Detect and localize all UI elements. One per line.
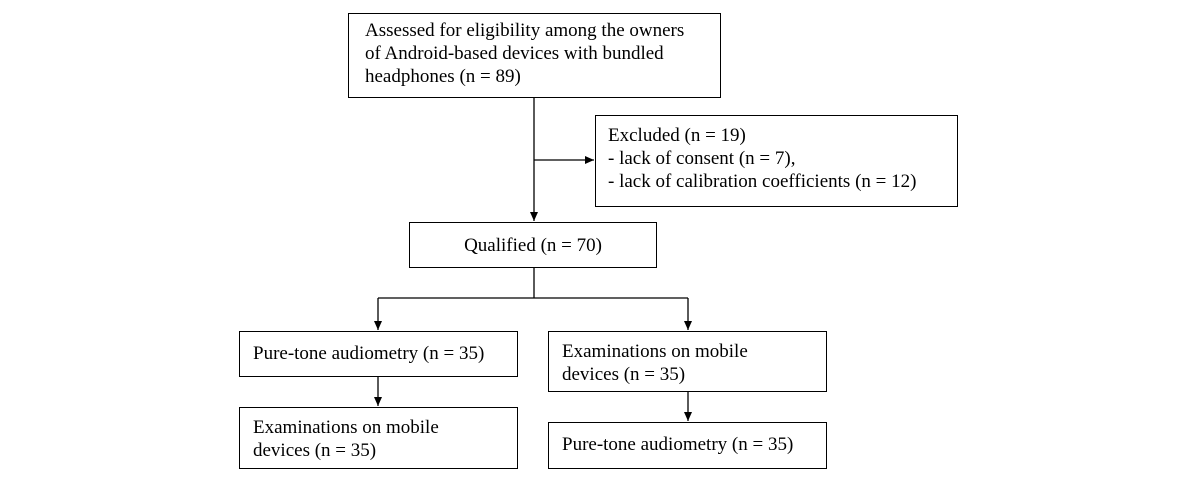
box-right-second-line-1: Pure-tone audiometry (n = 35) [562, 434, 794, 455]
box-right-second: Pure-tone audiometry (n = 35) [548, 422, 827, 469]
box-assessed-line-3: headphones (n = 89) [365, 66, 521, 87]
box-right-first: Examinations on mobile devices (n = 35) [548, 331, 827, 392]
box-left-second: Examinations on mobile devices (n = 35) [239, 407, 518, 469]
box-assessed: Assessed for eligibility among the owner… [348, 13, 721, 98]
box-assessed-line-1: Assessed for eligibility among the owner… [365, 20, 685, 41]
box-qualified-line-1: Qualified (n = 70) [464, 234, 602, 256]
box-assessed-line-2: of Android-based devices with bundled [365, 43, 664, 64]
box-excluded-line-1: Excluded (n = 19) [608, 125, 746, 146]
box-excluded-line-3: - lack of calibration coefficients (n = … [608, 171, 917, 192]
box-left-first-line-1: Pure-tone audiometry (n = 35) [253, 343, 485, 364]
box-left-second-line-2: devices (n = 35) [253, 440, 377, 461]
box-left-first: Pure-tone audiometry (n = 35) [239, 331, 518, 377]
box-left-second-line-1: Examinations on mobile [253, 417, 439, 438]
box-excluded: Excluded (n = 19) - lack of consent (n =… [595, 115, 958, 207]
box-right-first-line-2: devices (n = 35) [562, 364, 686, 385]
box-qualified: Qualified (n = 70) [409, 222, 657, 268]
box-excluded-line-2: - lack of consent (n = 7), [608, 148, 796, 169]
box-right-first-line-1: Examinations on mobile [562, 341, 748, 362]
